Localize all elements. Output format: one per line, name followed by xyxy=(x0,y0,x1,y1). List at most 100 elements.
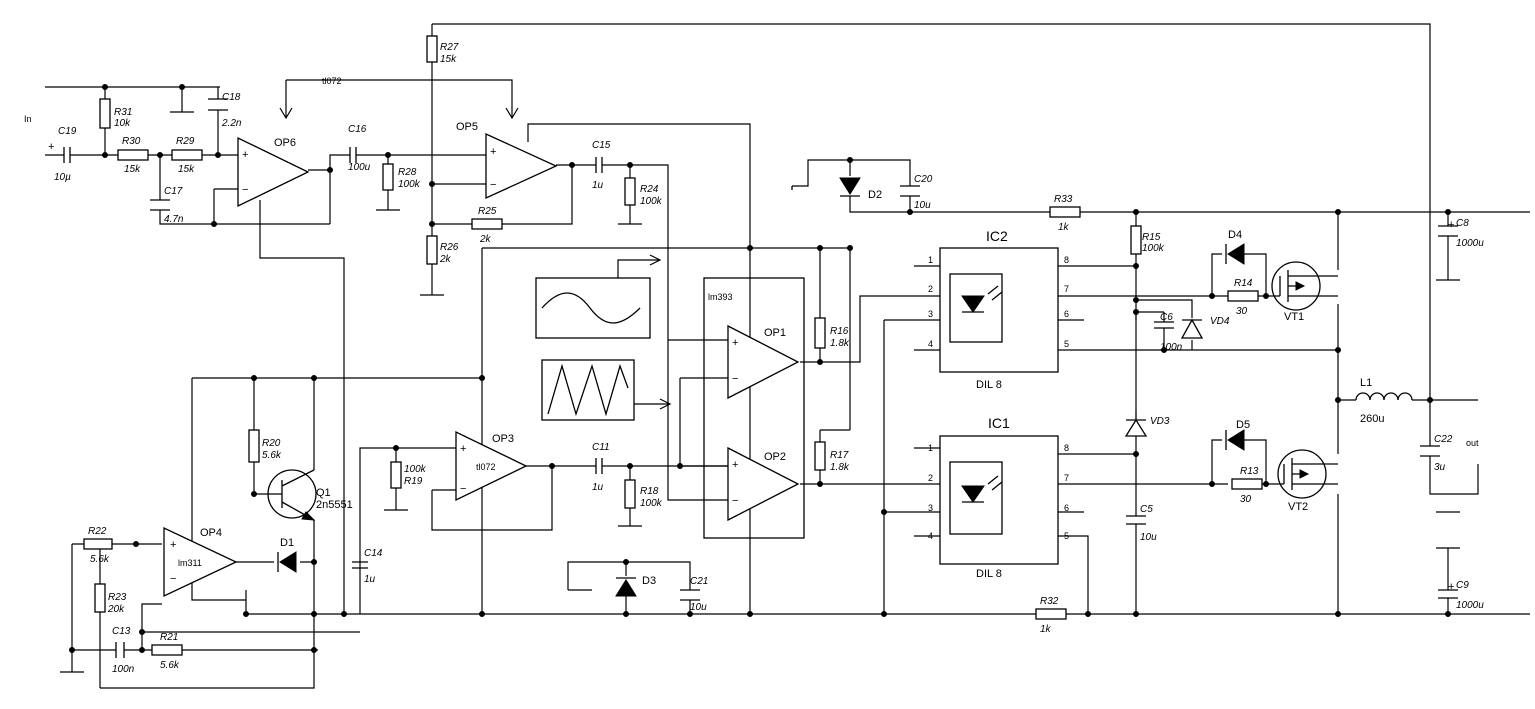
svg-text:3u: 3u xyxy=(1434,462,1446,473)
svg-text:1u: 1u xyxy=(592,180,604,191)
svg-text:R26: R26 xyxy=(440,242,459,253)
svg-text:R16: R16 xyxy=(830,326,849,337)
op3-label: OP3 xyxy=(492,433,514,445)
svg-text:R33: R33 xyxy=(1054,194,1073,205)
svg-text:7: 7 xyxy=(1064,473,1069,483)
op4-part: lm311 xyxy=(178,558,202,568)
op2-label: OP2 xyxy=(764,451,786,463)
junction-dots xyxy=(69,84,1451,653)
resistor-r27 xyxy=(426,35,438,63)
svg-text:5.6k: 5.6k xyxy=(262,450,282,461)
svg-text:VT2: VT2 xyxy=(1288,501,1308,513)
ground-bars xyxy=(568,186,793,591)
capacitor-c16 xyxy=(349,147,357,163)
diode-d4 xyxy=(1225,243,1245,265)
svg-text:R15: R15 xyxy=(1142,232,1161,243)
svg-text:3: 3 xyxy=(928,503,933,513)
svg-text:C16: C16 xyxy=(348,124,367,135)
resistor-r16 xyxy=(814,317,826,349)
capacitor-c21 xyxy=(680,589,700,601)
svg-text:100n: 100n xyxy=(112,664,135,675)
diodes xyxy=(277,177,1245,597)
svg-text:1u: 1u xyxy=(592,482,604,493)
svg-text:10u: 10u xyxy=(914,200,931,211)
svg-text:2k: 2k xyxy=(439,254,452,265)
opamp-op3: + − OP3 tl072 xyxy=(455,430,528,502)
ic2-label: IC2 xyxy=(986,228,1008,244)
svg-text:C21: C21 xyxy=(690,576,708,587)
svg-text:100k: 100k xyxy=(640,196,663,207)
resistor-r33 xyxy=(1049,206,1081,218)
resistor-r13 xyxy=(1231,478,1263,490)
opamp-op5: + − OP5 xyxy=(456,121,558,200)
resistor-r21 xyxy=(151,644,183,656)
svg-text:C14: C14 xyxy=(364,548,383,559)
resistor-r22 xyxy=(83,538,113,550)
svg-text:R28: R28 xyxy=(398,167,417,178)
svg-text:C19: C19 xyxy=(58,126,77,137)
opamp-op6: + − OP6 xyxy=(237,136,310,208)
svg-text:1k: 1k xyxy=(1058,222,1070,233)
svg-text:100k: 100k xyxy=(640,498,663,509)
capacitor-c13 xyxy=(115,642,125,658)
svg-text:+: + xyxy=(48,141,54,153)
svg-text:R24: R24 xyxy=(640,184,659,195)
svg-text:1k: 1k xyxy=(1040,624,1052,635)
svg-text:1000u: 1000u xyxy=(1456,238,1484,249)
svg-text:10µ: 10µ xyxy=(54,172,71,183)
svg-text:C13: C13 xyxy=(112,626,131,637)
svg-text:10u: 10u xyxy=(690,602,707,613)
svg-text:100u: 100u xyxy=(348,162,371,173)
svg-text:R20: R20 xyxy=(262,438,281,449)
svg-text:100k: 100k xyxy=(1142,243,1165,254)
resistor-r15 xyxy=(1130,225,1142,255)
capacitors xyxy=(63,98,1458,658)
svg-text:C11: C11 xyxy=(592,442,610,453)
svg-text:4: 4 xyxy=(928,531,933,541)
optocoupler-ic1: IC1 DIL 8 1 2 3 4 5 6 7 8 xyxy=(928,415,1069,580)
op5-minus: − xyxy=(490,179,496,191)
svg-text:1: 1 xyxy=(928,443,933,453)
svg-text:D4: D4 xyxy=(1228,229,1242,241)
inductor-l1 xyxy=(1355,392,1413,401)
optocoupler-ic2: IC2 DIL 8 1 2 3 4 5 6 7 8 xyxy=(928,228,1069,391)
svg-text:10u: 10u xyxy=(1140,532,1157,543)
svg-text:5.6k: 5.6k xyxy=(160,660,180,671)
resistor-r28 xyxy=(382,163,394,191)
svg-text:1.8k: 1.8k xyxy=(830,462,850,473)
op4-label: OP4 xyxy=(200,527,222,539)
svg-text:C5: C5 xyxy=(1140,504,1153,515)
svg-text:2.2n: 2.2n xyxy=(221,118,242,129)
svg-text:5: 5 xyxy=(1064,531,1069,541)
svg-text:VD4: VD4 xyxy=(1210,316,1230,327)
svg-text:R29: R29 xyxy=(176,136,195,147)
resistor-r19 xyxy=(390,461,402,489)
triangle-wave-box xyxy=(541,359,635,421)
input-label: In xyxy=(24,114,32,124)
resistor-r23 xyxy=(94,583,106,613)
svg-text:R23: R23 xyxy=(108,592,127,603)
svg-text:2: 2 xyxy=(928,284,933,294)
svg-text:C9: C9 xyxy=(1456,580,1469,591)
svg-text:6: 6 xyxy=(1064,309,1069,319)
svg-text:30: 30 xyxy=(1236,306,1248,317)
tl072-top-label: tl072 xyxy=(322,76,342,86)
svg-text:R27: R27 xyxy=(440,42,459,53)
svg-text:2n5551: 2n5551 xyxy=(316,499,353,511)
svg-text:C8: C8 xyxy=(1456,218,1469,229)
comparator-block: lm393 + − OP1 + − OP2 xyxy=(703,277,805,539)
output-label: out xyxy=(1466,438,1479,448)
opamp-op4: + − OP4 lm311 xyxy=(163,526,238,598)
resistor-r26 xyxy=(426,235,438,265)
svg-text:VT1: VT1 xyxy=(1284,311,1304,323)
resistor-r31 xyxy=(99,98,111,129)
ic1-label: IC1 xyxy=(988,415,1010,431)
op2-minus: − xyxy=(732,495,738,507)
mosfet-vt1 xyxy=(1271,261,1338,311)
svg-text:10k: 10k xyxy=(114,118,131,129)
op3-minus: − xyxy=(460,483,466,495)
svg-text:D2: D2 xyxy=(868,189,882,201)
sine-wave-box xyxy=(535,277,651,339)
svg-text:R22: R22 xyxy=(88,526,107,537)
zener-vd3 xyxy=(1124,410,1148,437)
